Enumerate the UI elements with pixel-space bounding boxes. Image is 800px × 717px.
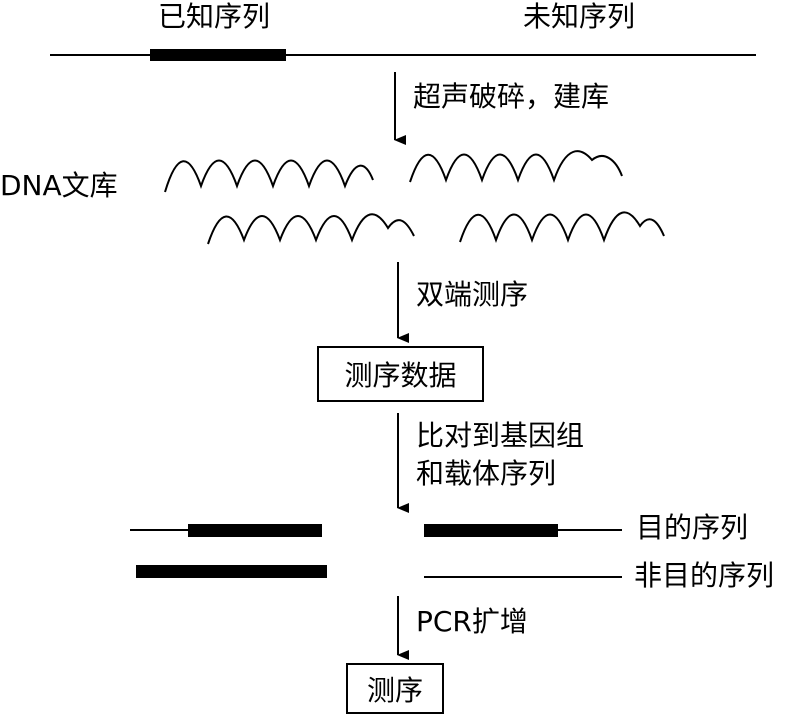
sequencing-box: 测序 bbox=[346, 663, 444, 714]
dna-fragment-2 bbox=[409, 150, 623, 184]
sequencing-box-text: 测序 bbox=[366, 673, 423, 707]
step-sequencing-label: 双端测序 bbox=[416, 278, 529, 311]
read-bar-right-1 bbox=[424, 524, 558, 537]
read-bar-left-1 bbox=[188, 524, 322, 537]
target-seq-label: 目的序列 bbox=[636, 511, 749, 544]
dna-fragment-1 bbox=[164, 159, 374, 193]
step-fragment-label: 超声破碎，建库 bbox=[413, 80, 610, 113]
step-align-label-line2: 和载体序列 bbox=[416, 457, 557, 490]
dna-library-label: DNA文库 bbox=[0, 169, 118, 202]
unknown-seq-label: 未知序列 bbox=[523, 0, 636, 33]
sequencing-data-text: 测序数据 bbox=[344, 359, 457, 392]
read-bar-left-2 bbox=[136, 565, 327, 578]
dna-fragment-4 bbox=[459, 211, 665, 244]
dna-fragment-3 bbox=[207, 213, 415, 245]
non-target-seq-label: 非目的序列 bbox=[634, 559, 775, 592]
known-seq-label: 已知序列 bbox=[158, 0, 271, 33]
sequencing-data-box: 测序数据 bbox=[317, 346, 484, 402]
step-pcr-label: PCR扩增 bbox=[416, 605, 528, 638]
known-seq-bar bbox=[150, 49, 286, 61]
step-align-label-line1: 比对到基因组 bbox=[416, 419, 585, 452]
